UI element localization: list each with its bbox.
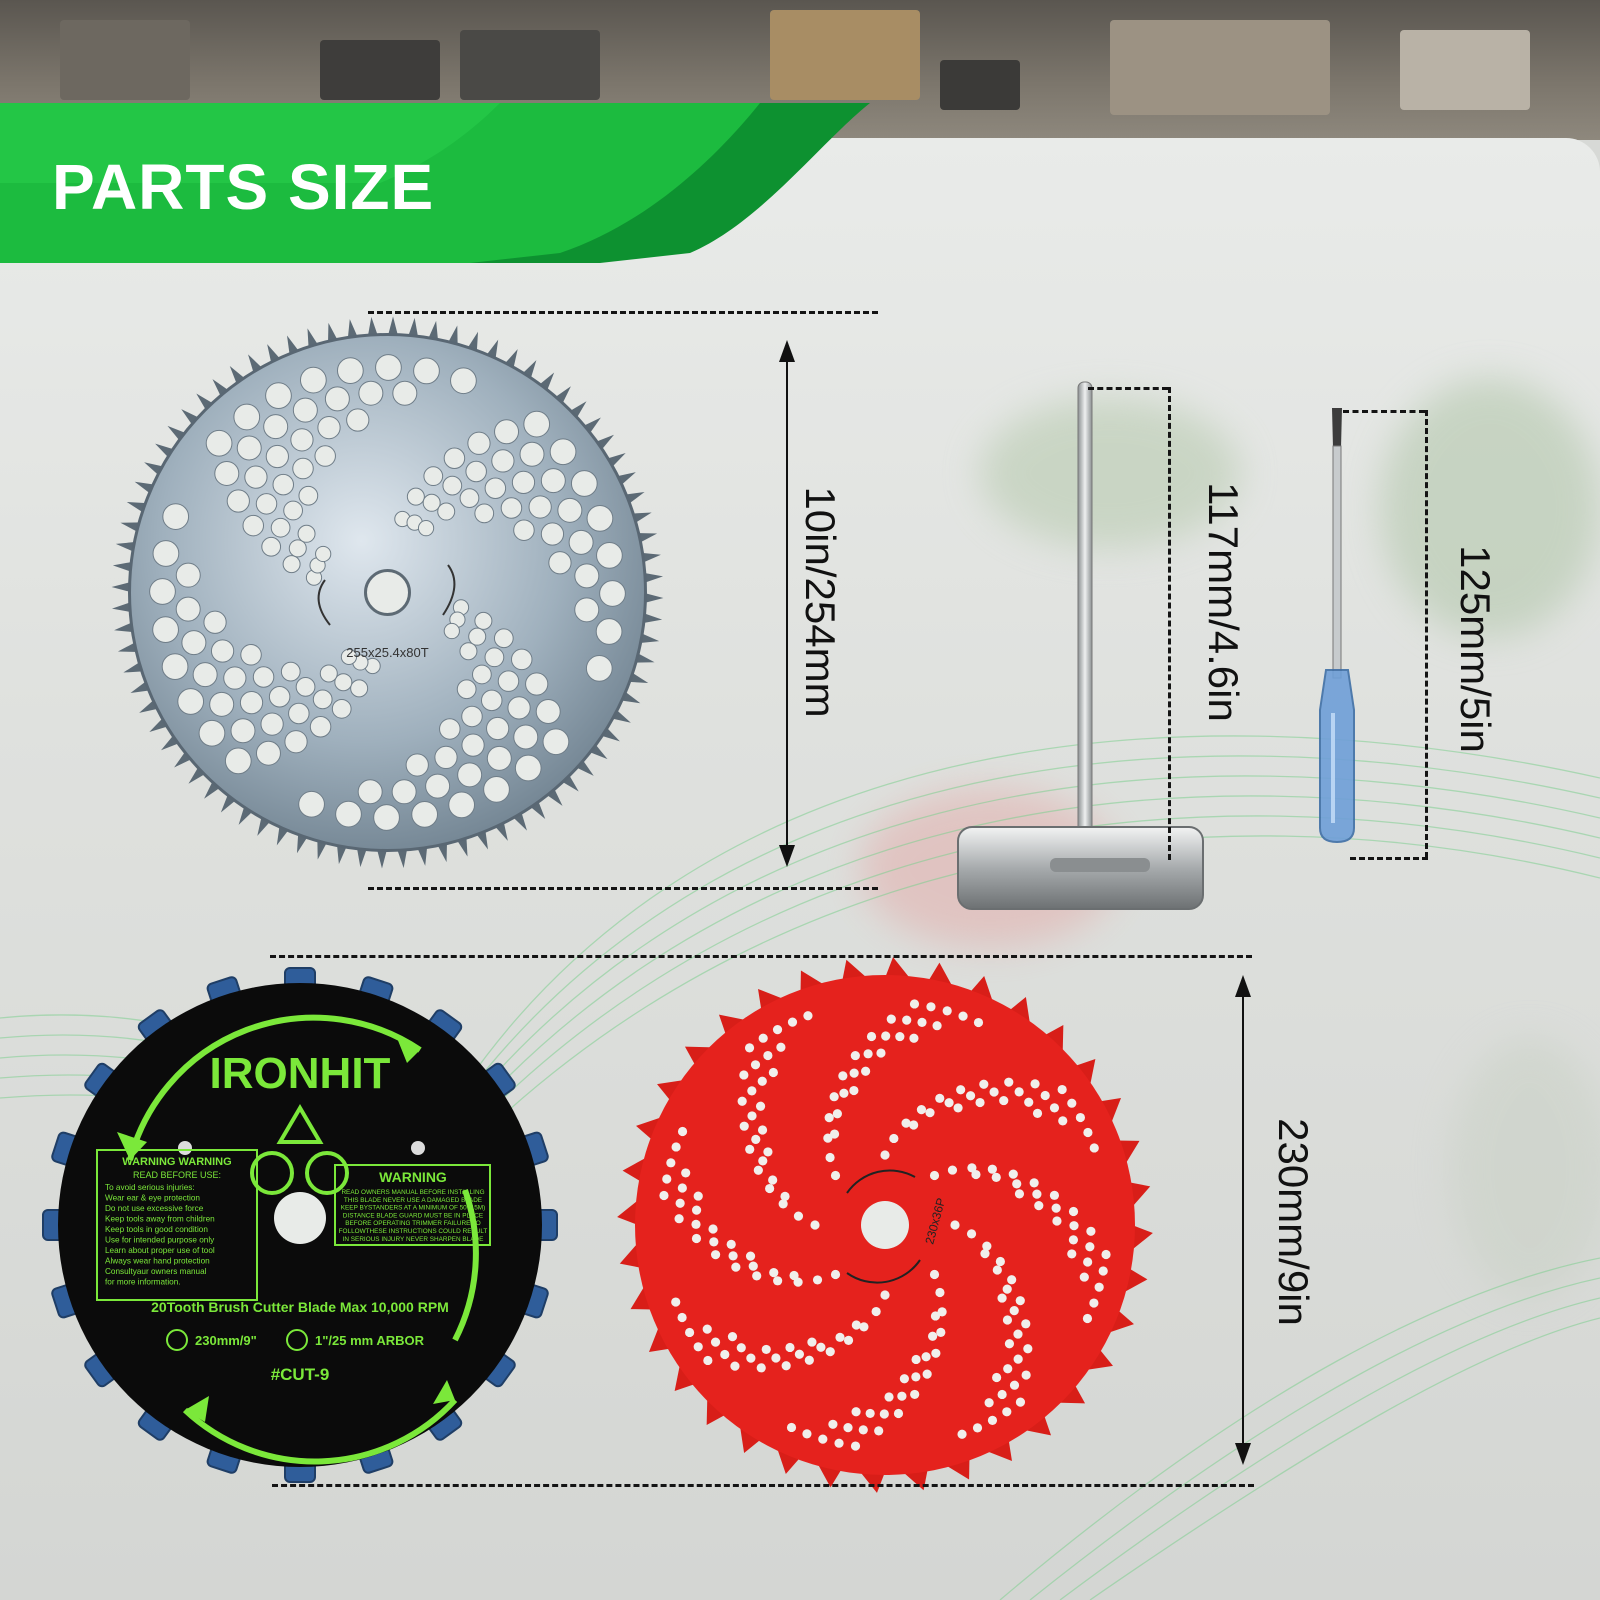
header-banner bbox=[0, 103, 870, 263]
screwdriver-dim-bottom bbox=[1350, 857, 1428, 860]
svg-text:THIS BLADE NEVER USE A DAMAGED: THIS BLADE NEVER USE A DAMAGED BLADE bbox=[344, 1197, 482, 1204]
svg-text:Always wear hand protection: Always wear hand protection bbox=[105, 1257, 210, 1266]
steel-blade-image: 255x25.4x80T bbox=[111, 316, 664, 869]
bottom-blades-dim-top bbox=[270, 955, 1252, 958]
svg-text:BEFORE OPERATING TRIMMER FAILU: BEFORE OPERATING TRIMMER FAILURE TO bbox=[345, 1220, 481, 1227]
steel-blade-dim-bottom bbox=[368, 887, 878, 890]
svg-text:DISTANCE BLADE GUARD MUST BE I: DISTANCE BLADE GUARD MUST BE IN PLACE bbox=[343, 1212, 483, 1219]
svg-text:1"/25 mm ARBOR: 1"/25 mm ARBOR bbox=[315, 1333, 425, 1348]
bottom-blades-dim-bottom bbox=[272, 1484, 1254, 1487]
screwdriver-size-label: 125mm/5in bbox=[1452, 545, 1499, 753]
svg-text:KEEP BYSTANDERS AT A MINIMUM O: KEEP BYSTANDERS AT A MINIMUM OF 50 (15M) bbox=[341, 1205, 485, 1212]
svg-text:Keep tools away from children: Keep tools away from children bbox=[105, 1215, 215, 1224]
red-blade-size-label: 230mm/9in bbox=[1270, 1118, 1317, 1326]
bottom-blades-dim-arrow bbox=[1235, 975, 1251, 1465]
svg-text:Learn about proper use of tool: Learn about proper use of tool bbox=[105, 1246, 215, 1255]
steel-blade-size-label: 10in/254mm bbox=[797, 486, 844, 718]
svg-text:IN SERIOUS INJURY NEVER SHARPE: IN SERIOUS INJURY NEVER SHARPEN BLADE bbox=[343, 1236, 484, 1243]
svg-text:READ BEFORE USE:: READ BEFORE USE: bbox=[133, 1170, 221, 1180]
svg-text:Wear ear & eye protection: Wear ear & eye protection bbox=[105, 1194, 200, 1203]
screwdriver-dim-top bbox=[1343, 410, 1425, 413]
screwdriver-dim-side bbox=[1425, 410, 1428, 858]
svg-text:#CUT-9: #CUT-9 bbox=[271, 1365, 330, 1384]
red-blade-image: 230x36P bbox=[617, 957, 1153, 1493]
t-wrench-image bbox=[957, 381, 1204, 910]
svg-text:for more information.: for more information. bbox=[105, 1278, 181, 1287]
chain-blade-image: IRONHIT WARNING WARNING READ BEFORE USE:… bbox=[42, 967, 558, 1483]
svg-text:FOLLOWTHESE INSTRUCTIONS COULD: FOLLOWTHESE INSTRUCTIONS COULD RESULT bbox=[339, 1228, 488, 1235]
screwdriver-image bbox=[1319, 408, 1355, 844]
banner-title: PARTS SIZE bbox=[52, 151, 435, 223]
red-blade-holes bbox=[659, 999, 1111, 1451]
steel-blade-engraving: 255x25.4x80T bbox=[346, 645, 428, 660]
wrench-dim-top bbox=[1088, 387, 1168, 390]
svg-text:READ OWNERS MANUAL BEFORE INST: READ OWNERS MANUAL BEFORE INSTALLING bbox=[341, 1189, 484, 1196]
svg-text:WARNING: WARNING bbox=[379, 1169, 447, 1185]
svg-text:20Tooth Brush Cutter Blade Max: 20Tooth Brush Cutter Blade Max 10,000 RP… bbox=[151, 1299, 449, 1315]
svg-text:230mm/9": 230mm/9" bbox=[195, 1333, 257, 1348]
steel-blade-dim-top bbox=[368, 311, 878, 314]
chain-blade-brand: IRONHIT bbox=[210, 1049, 391, 1098]
steel-blade-dim-arrow bbox=[779, 340, 795, 867]
svg-text:Use for intended purpose only: Use for intended purpose only bbox=[105, 1236, 215, 1245]
svg-text:To avoid serious injuries:: To avoid serious injuries: bbox=[105, 1183, 195, 1192]
wrench-size-label: 117mm/4.6in bbox=[1200, 482, 1247, 722]
wrench-dim-side bbox=[1168, 387, 1171, 860]
steel-blade-holes bbox=[149, 354, 626, 831]
svg-text:Keep tools in good condition: Keep tools in good condition bbox=[105, 1225, 208, 1234]
svg-text:Do not use excessive force: Do not use excessive force bbox=[105, 1204, 204, 1213]
svg-text:WARNING WARNING: WARNING WARNING bbox=[122, 1156, 231, 1168]
svg-text:Consultyaur owners manual: Consultyaur owners manual bbox=[105, 1267, 207, 1276]
